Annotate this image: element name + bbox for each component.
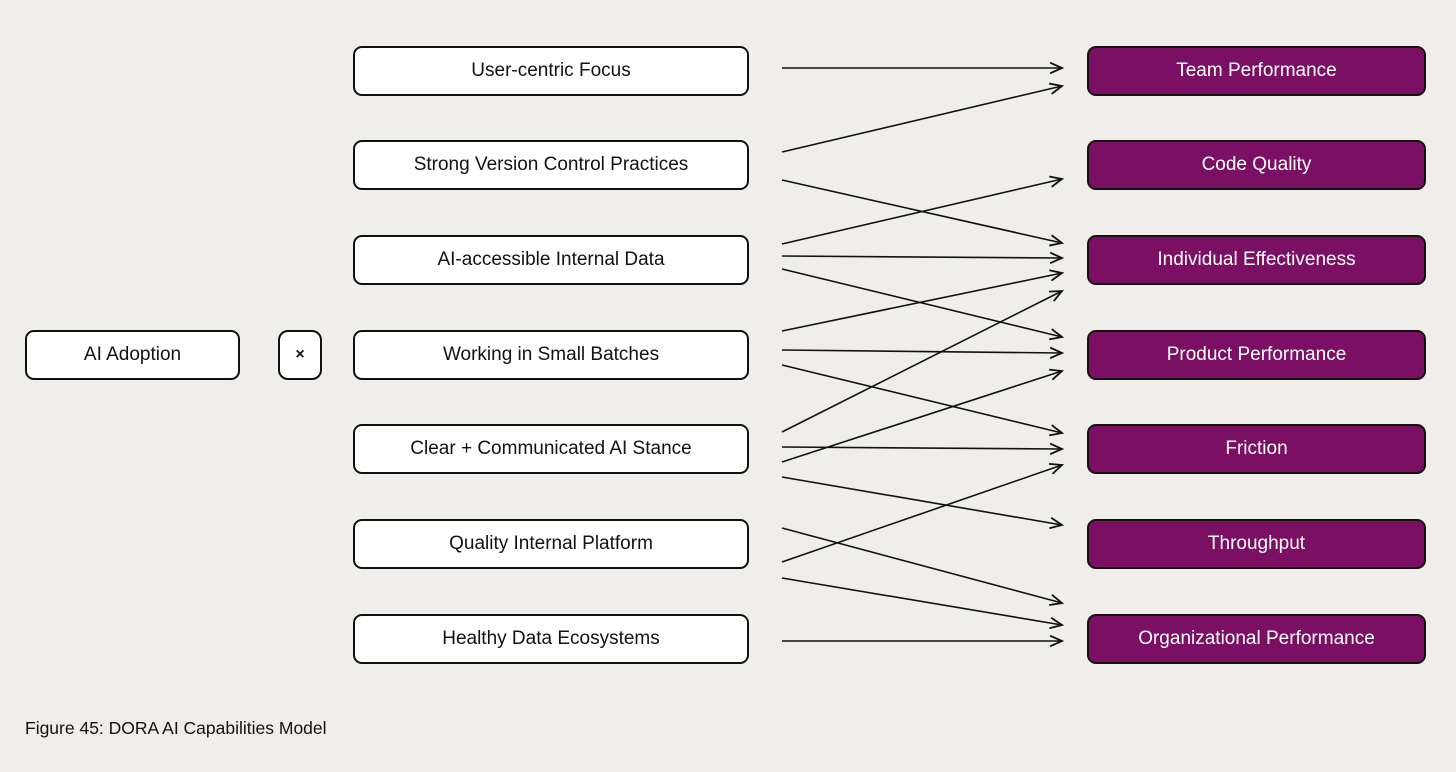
- arrow-head-icon: [1049, 234, 1065, 247]
- outcome-box-code-quality[interactable]: Code Quality: [1087, 140, 1426, 190]
- arrow-head-icon: [1049, 517, 1065, 530]
- capability-box-quality-internal-platform[interactable]: Quality Internal Platform: [353, 519, 749, 569]
- arrow-head-icon: [1049, 346, 1065, 359]
- arrow-head-icon: [1049, 328, 1065, 341]
- arrow-connector: [781, 577, 1065, 630]
- outcome-box-individual-effectiveness[interactable]: Individual Effectiveness: [1087, 235, 1426, 285]
- capability-label: Strong Version Control Practices: [413, 153, 689, 175]
- outcome-box-friction[interactable]: Friction: [1087, 424, 1426, 474]
- capability-label: Quality Internal Platform: [449, 532, 653, 554]
- capability-box-working-in-small-batches[interactable]: Working in Small Batches: [353, 330, 749, 380]
- capability-label: User-centric Focus: [471, 59, 631, 81]
- arrow-connector: [781, 527, 1065, 606]
- capability-label: Healthy Data Ecosystems: [442, 627, 660, 649]
- arrow-connector: [781, 442, 1065, 456]
- outcome-box-throughput[interactable]: Throughput: [1087, 519, 1426, 569]
- arrow-connector: [781, 268, 1065, 341]
- capability-box-strong-version-control-practices[interactable]: Strong Version Control Practices: [353, 140, 749, 190]
- arrow-head-icon: [1048, 462, 1065, 475]
- capability-label: Clear + Communicated AI Stance: [410, 437, 692, 459]
- arrow-head-icon: [1048, 290, 1064, 302]
- capability-box-healthy-data-ecosystems[interactable]: Healthy Data Ecosystems: [353, 614, 749, 664]
- arrow-connector: [781, 462, 1065, 563]
- multiply-operator-box: ×: [278, 330, 322, 380]
- arrow-connector: [781, 82, 1065, 153]
- outcome-label: Individual Effectiveness: [1157, 248, 1356, 270]
- arrow-connector: [781, 364, 1065, 437]
- capability-box-clear-communicated-ai-stance[interactable]: Clear + Communicated AI Stance: [353, 424, 749, 474]
- capability-box-ai-accessible-internal-data[interactable]: AI-accessible Internal Data: [353, 235, 749, 285]
- outcome-label: Team Performance: [1176, 59, 1337, 81]
- outcome-label: Product Performance: [1166, 343, 1347, 365]
- figure-caption: Figure 45: DORA AI Capabilities Model: [25, 718, 327, 738]
- arrow-head-icon: [1049, 634, 1065, 648]
- outcome-label: Code Quality: [1201, 153, 1312, 175]
- outcome-box-organizational-performance[interactable]: Organizational Performance: [1087, 614, 1426, 664]
- arrow-head-icon: [1049, 617, 1065, 630]
- capability-label: Working in Small Batches: [442, 343, 660, 365]
- arrow-connector: [781, 290, 1064, 433]
- outcome-label: Organizational Performance: [1138, 627, 1375, 649]
- arrow-connector: [781, 175, 1065, 245]
- arrow-connector: [782, 634, 1065, 648]
- arrow-head-icon: [1049, 269, 1065, 282]
- outcome-label: Friction: [1225, 437, 1288, 459]
- arrow-connector: [782, 61, 1065, 75]
- arrow-head-icon: [1049, 251, 1065, 265]
- outcome-box-team-performance[interactable]: Team Performance: [1087, 46, 1426, 96]
- arrow-head-icon: [1048, 368, 1065, 381]
- arrow-connector: [781, 251, 1065, 265]
- multiply-icon: ×: [295, 346, 305, 364]
- arrow-connector: [781, 269, 1065, 332]
- arrow-connector: [781, 346, 1065, 359]
- node-ai-adoption[interactable]: AI Adoption: [25, 330, 240, 380]
- outcome-box-product-performance[interactable]: Product Performance: [1087, 330, 1426, 380]
- arrow-head-icon: [1049, 82, 1065, 95]
- arrow-head-icon: [1049, 594, 1065, 606]
- arrow-connector: [781, 368, 1065, 463]
- node-ai-adoption-label: AI Adoption: [83, 343, 182, 365]
- arrow-head-icon: [1049, 61, 1065, 75]
- capability-label: AI-accessible Internal Data: [437, 248, 665, 270]
- outcome-label: Throughput: [1207, 532, 1306, 554]
- arrow-head-icon: [1049, 424, 1065, 437]
- arrow-connector: [781, 179, 1065, 247]
- arrow-connector: [781, 476, 1065, 530]
- arrow-head-icon: [1049, 175, 1065, 188]
- capability-box-user-centric-focus[interactable]: User-centric Focus: [353, 46, 749, 96]
- arrow-head-icon: [1049, 442, 1065, 456]
